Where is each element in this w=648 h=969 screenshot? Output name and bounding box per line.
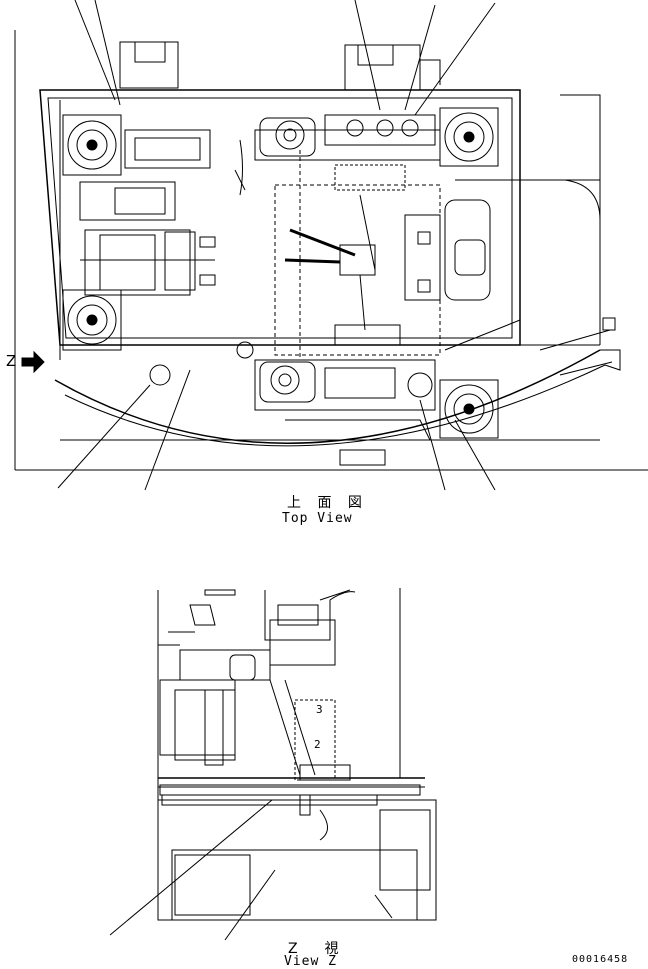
top-view-title-en: Top View [282,511,353,526]
view-z-drawing [109,588,437,941]
view-z-marker: Z [6,352,18,370]
callout-label-2: 2 [314,738,322,751]
top-view-title-jp: 上 面 図 [287,495,368,511]
top-view-drawing [14,0,648,491]
view-z-title-jp: Z 視 [288,941,345,957]
z-direction-arrow-icon [21,350,45,374]
drawing-number: 00016458 [572,954,629,965]
callout-label-3: 3 [316,703,324,716]
view-z-title-en: View Z [284,954,337,969]
